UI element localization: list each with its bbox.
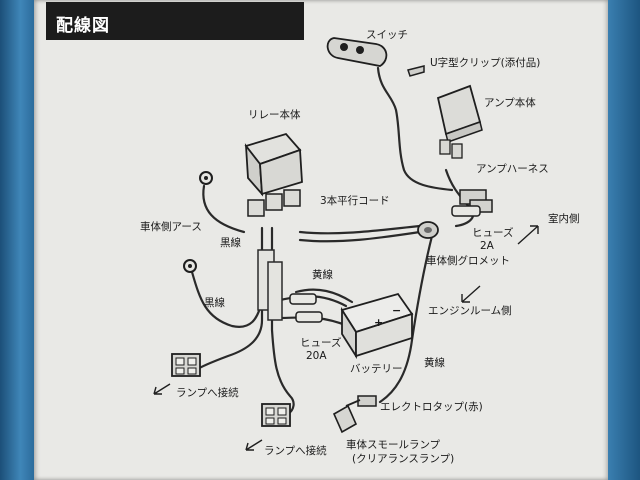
left-frame: [0, 0, 34, 480]
label-yellow-wire-2: 黄線: [424, 356, 445, 369]
label-fuse-2a-value: 2A: [480, 240, 495, 252]
label-battery: バッテリー: [350, 363, 403, 375]
arrow-engine-room: [461, 285, 481, 303]
label-electro-tap: エレクトロタップ(赤): [380, 401, 483, 413]
label-body-grommet: 車体側グロメット: [426, 254, 510, 267]
amp-body: [436, 84, 483, 159]
label-engine-room-side: エンジンルーム側: [428, 304, 512, 317]
earth-terminal-2: [183, 259, 197, 273]
yellow-wire-tap: [378, 234, 434, 404]
arrow-lamp-2: [245, 439, 263, 451]
label-u-clip: U字型クリップ(添付品): [430, 56, 540, 69]
earth-wire-2: [190, 270, 264, 328]
svg-text:−: −: [392, 304, 401, 317]
electro-tap: [357, 395, 377, 407]
label-amp-body: アンプ本体: [484, 96, 536, 109]
label-small-lamp: 車体スモールランプ: [346, 438, 441, 451]
label-switch: スイッチ: [366, 29, 408, 41]
switch-cable: [376, 66, 454, 192]
title-bar: 配線図: [46, 2, 304, 40]
arrow-lamp-1: [153, 383, 171, 395]
earth-terminal-1: [199, 171, 213, 185]
u-clip: [407, 65, 425, 77]
label-fuse-20a: ヒューズ: [300, 336, 341, 349]
switch: [326, 37, 388, 67]
earth-wire-1: [202, 184, 246, 234]
battery: + −: [340, 292, 414, 360]
right-frame: [608, 0, 640, 480]
lamp-connector-1: [171, 353, 201, 377]
svg-text:+: +: [374, 316, 383, 329]
label-yellow-wire-1: 黄線: [312, 268, 333, 281]
relay-body: [244, 132, 303, 217]
label-clearance-lamp: (クリアランスランプ): [352, 453, 454, 465]
label-relay-body: リレー本体: [248, 108, 301, 121]
label-vehicle-side: 室内側: [548, 212, 580, 225]
lamp-wire-1: [194, 226, 264, 372]
harness-sleeve-2: [267, 261, 283, 321]
three-core-cord: [298, 224, 422, 235]
page-title: 配線図: [56, 16, 110, 36]
three-core-cord-2: [298, 230, 422, 243]
label-lamp-connect-2: ランプへ接続: [264, 444, 327, 457]
label-black-wire-1: 黒線: [220, 236, 241, 249]
body-grommet: [417, 221, 439, 239]
lamp-connector-2: [261, 403, 291, 427]
arrow-vehicle-side: [517, 225, 539, 245]
fuse-2a: [451, 205, 481, 217]
label-lamp-connect-1: ランプへ接続: [176, 386, 239, 399]
label-three-core-cord: 3本平行コード: [320, 194, 390, 207]
lamp-wire-2: [270, 226, 295, 416]
yellow-wire-battery: [294, 288, 354, 304]
fuse-20a: [289, 293, 323, 323]
label-black-wire-2: 黒線: [204, 296, 225, 309]
label-fuse-20a-value: 20A: [306, 350, 327, 362]
label-amp-harness: アンプハーネス: [476, 163, 549, 175]
small-lamp: [332, 399, 361, 434]
label-fuse-2a: ヒューズ: [472, 226, 513, 239]
label-body-earth: 車体側アース: [140, 220, 202, 233]
diagram-sheet: [34, 0, 608, 480]
